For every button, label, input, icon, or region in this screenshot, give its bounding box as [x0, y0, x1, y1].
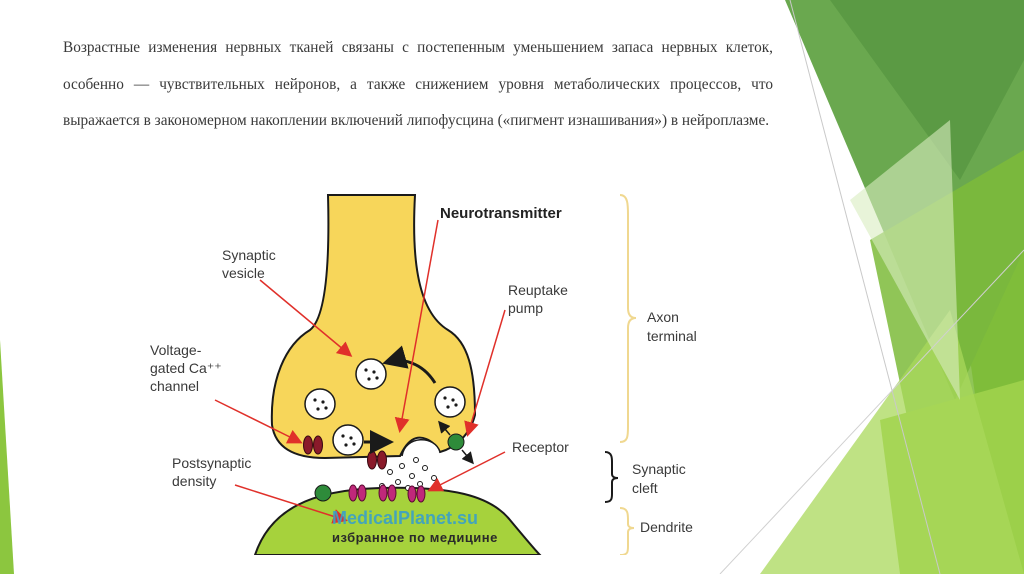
label-cleft-1: Synaptic — [632, 461, 686, 477]
label-postsynaptic-1: Postsynaptic — [172, 455, 251, 471]
body-paragraph: Возрастные изменения нервных тканей связ… — [63, 30, 773, 140]
label-axon-1: Axon — [647, 309, 679, 325]
dendrite-pump — [315, 485, 331, 501]
reuptake-pump — [448, 434, 464, 450]
label-dendrite: Dendrite — [640, 519, 693, 535]
watermark-site: MedicalPlanet.su — [332, 508, 478, 528]
watermark-tagline: избранное по медицине — [332, 530, 498, 545]
label-neurotransmitter: Neurotransmitter — [440, 205, 562, 222]
axon-terminal-shape — [272, 195, 475, 458]
label-axon-2: terminal — [647, 328, 697, 344]
neurotransmitter-molecules — [380, 458, 437, 491]
label-synaptic-vesicle-1: Synaptic — [222, 247, 276, 263]
label-voltage-2: gated Ca⁺⁺ — [150, 360, 222, 376]
label-reuptake-1: Reuptake — [508, 282, 568, 298]
braces — [605, 195, 636, 555]
label-postsynaptic-2: density — [172, 473, 216, 489]
label-voltage-3: channel — [150, 378, 199, 394]
label-synaptic-vesicle-2: vesicle — [222, 265, 265, 281]
label-receptor: Receptor — [512, 439, 569, 455]
label-cleft-2: cleft — [632, 480, 658, 496]
label-reuptake-2: pump — [508, 300, 543, 316]
synapse-diagram: Neurotransmitter Synaptic vesicle Reupta… — [150, 190, 715, 555]
label-voltage-1: Voltage- — [150, 342, 202, 358]
